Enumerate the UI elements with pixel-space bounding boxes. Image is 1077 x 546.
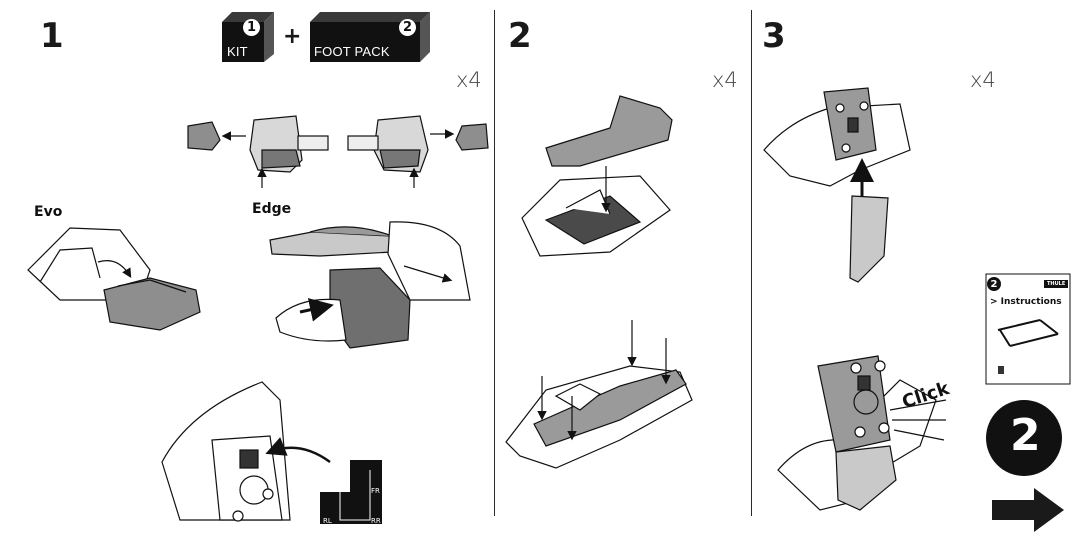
bracket-alignment-illustration [763, 87, 911, 283]
plus-sign: + [283, 24, 302, 49]
bracket-click-illustration [777, 355, 947, 511]
foot-pack-label: FOOT PACK [314, 44, 390, 59]
pad-mounting-illustration [521, 95, 673, 257]
position-label-fr: FR [371, 487, 380, 495]
next-step-badge-icon [986, 400, 1062, 476]
next-step-number: 2 [1010, 410, 1041, 461]
foot-exploded-illustration [187, 115, 489, 188]
instruction-booklet-icon [985, 273, 1071, 385]
right-arrow-icon [992, 488, 1064, 532]
variant-label-edge: Edge [252, 201, 292, 217]
booklet-badge: 2 [987, 277, 1001, 291]
foot-pack-box-icon [310, 12, 430, 62]
evo-foot-illustration [27, 227, 201, 331]
step-2-quantity: x4 [712, 68, 738, 92]
edge-foot-illustration [269, 221, 471, 349]
position-label-rr: RR [371, 517, 381, 525]
position-label-rl: RL [323, 517, 332, 525]
column-divider-1 [494, 10, 495, 516]
position-diagram-icon [320, 460, 382, 524]
step-3-quantity: x4 [970, 68, 996, 92]
kit-badge: 1 [243, 19, 260, 36]
step-1-number: 1 [40, 16, 64, 56]
booklet-brand: THULE [1044, 280, 1069, 288]
variant-label-evo: Evo [34, 204, 63, 220]
booklet-title: > Instructions [990, 297, 1062, 307]
kit-label: KIT [227, 44, 248, 59]
step-2-number: 2 [508, 16, 532, 56]
step-3-number: 3 [762, 16, 786, 56]
foot-pack-badge: 2 [399, 19, 416, 36]
step-1-quantity: x4 [456, 68, 482, 92]
foot-on-car-illustration [161, 381, 331, 522]
pad-pressing-illustration [505, 320, 693, 469]
column-divider-2 [751, 10, 752, 516]
